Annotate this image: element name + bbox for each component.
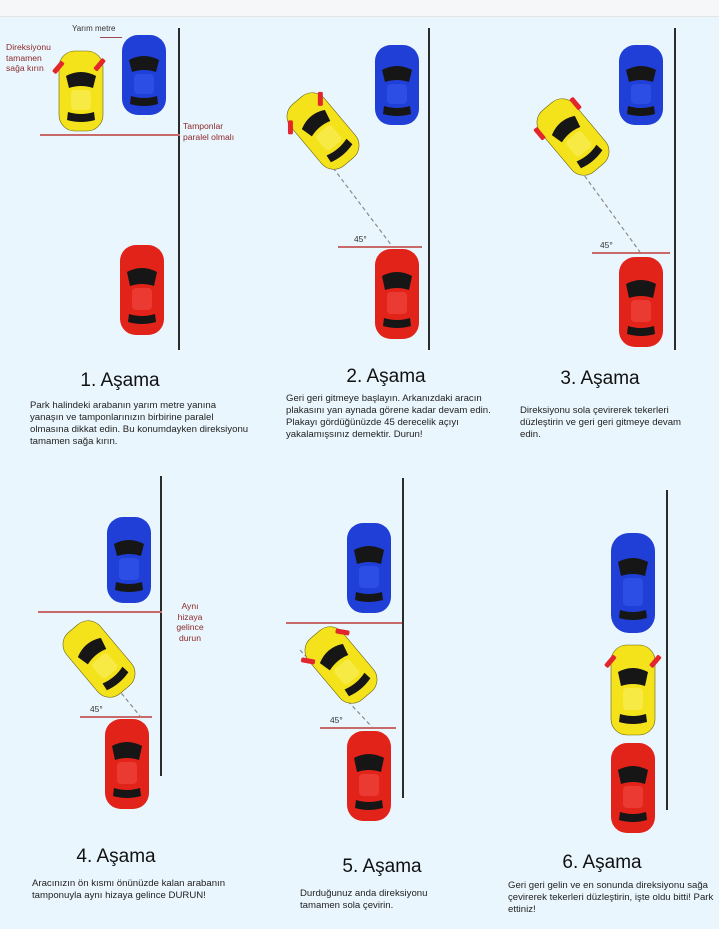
note-half-metre: Yarım metre xyxy=(72,24,116,33)
curb-line-3 xyxy=(674,28,676,350)
car-yellow-1 xyxy=(52,50,106,132)
step-1-text: Park halindeki arabanın yarım metre yanı… xyxy=(30,400,249,447)
curb-line-1 xyxy=(178,28,180,350)
note-bumpers-parallel: Tamponlar paralel olmalı xyxy=(183,121,235,142)
car-blue-4 xyxy=(107,517,151,603)
same-level-line-4a xyxy=(38,611,162,613)
car-blue-6 xyxy=(611,533,655,633)
angle-reference-line-4 xyxy=(80,716,152,718)
half-metre-marker xyxy=(100,37,122,38)
car-yellow-4 xyxy=(62,620,136,698)
curb-line-4 xyxy=(160,476,162,776)
step-2-title: 2. Aşama xyxy=(346,366,426,387)
car-red-2 xyxy=(375,249,419,339)
step-5-title: 5. Aşama xyxy=(342,856,422,877)
angle-label-4: 45° xyxy=(90,704,103,714)
car-blue-2 xyxy=(375,45,419,125)
curb-line-2 xyxy=(428,28,430,350)
note-steer-right: Direksiyonu tamamen sağa kırın xyxy=(6,42,51,73)
note-same-level: Aynı hizaya gelince durun xyxy=(176,601,204,643)
car-blue-5 xyxy=(347,523,391,613)
car-red-4 xyxy=(105,719,149,809)
car-yellow-6 xyxy=(604,644,662,736)
angle-reference-line-5 xyxy=(320,727,396,729)
car-yellow-3 xyxy=(533,97,610,176)
car-red-6 xyxy=(611,743,655,833)
step-6-text: Geri geri gelin ve en sonunda direksiyon… xyxy=(508,880,714,915)
step-5-text: Durduğunuz anda direksiyonu tamamen sola… xyxy=(300,888,428,911)
step-4-title: 4. Aşama xyxy=(76,846,156,867)
step-4-text: Aracınızın ön kısmı önünüzde kalan araba… xyxy=(32,878,226,901)
step-2-text: Geri geri gitmeye başlayın. Arkanızdaki … xyxy=(286,393,491,440)
step-3-title: 3. Aşama xyxy=(560,368,640,389)
bumper-parallel-line xyxy=(40,134,180,136)
angle-label-2: 45° xyxy=(354,234,367,244)
curb-line-6 xyxy=(666,490,668,810)
car-yellow-5 xyxy=(300,626,378,704)
car-red-5 xyxy=(347,731,391,821)
angle-reference-line-3 xyxy=(592,252,670,254)
car-blue-1 xyxy=(122,35,166,115)
top-strip xyxy=(0,0,719,17)
angle-label-3: 45° xyxy=(600,240,613,250)
car-red-1 xyxy=(120,245,164,335)
car-yellow-2 xyxy=(286,91,360,170)
step-3-text: Direksiyonu sola çevirerek tekerleri düz… xyxy=(520,405,682,440)
car-red-3 xyxy=(619,257,663,347)
step-1-title: 1. Aşama xyxy=(80,370,160,391)
step-6-title: 6. Aşama xyxy=(562,852,642,873)
angle-label-5: 45° xyxy=(330,715,343,725)
same-level-line-5a xyxy=(286,622,402,624)
curb-line-5 xyxy=(402,478,404,798)
car-blue-3 xyxy=(619,45,663,125)
angle-reference-line-2 xyxy=(338,246,422,248)
